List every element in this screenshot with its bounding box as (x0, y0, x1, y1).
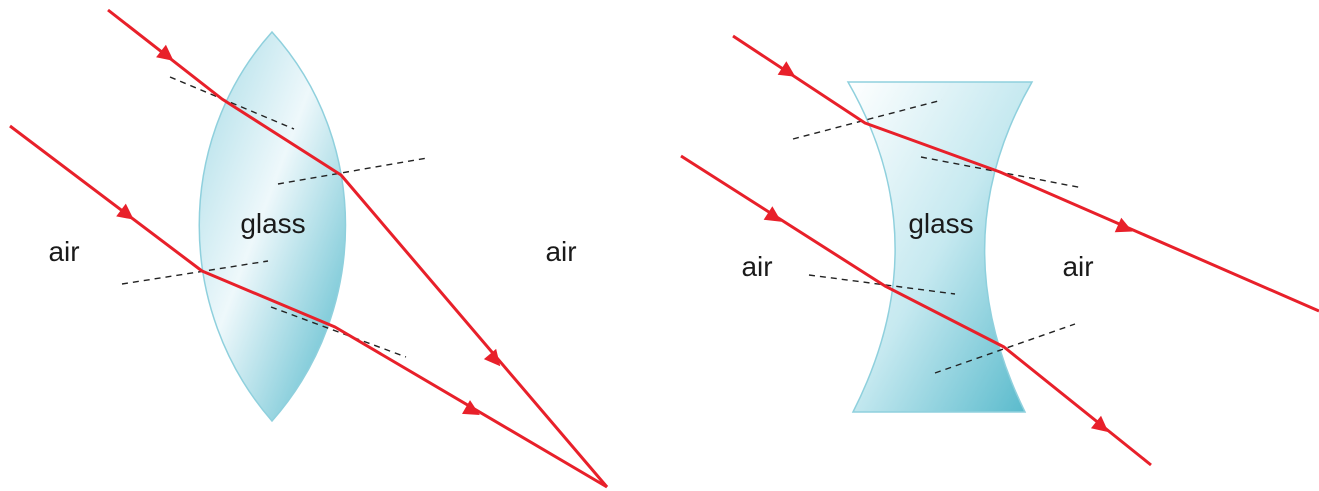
convex-lens-shape (198, 30, 347, 423)
concave-lens-shape (846, 81, 1034, 413)
light-ray-upper (732, 34, 1319, 313)
ray-arrowhead (763, 206, 782, 222)
convex-lens-label: glass (240, 208, 305, 239)
concave-lens-label: glass (908, 208, 973, 239)
convex-right-medium-label: air (545, 236, 576, 267)
normal-line (934, 323, 1076, 374)
concave-lens-group: glass air air (680, 34, 1319, 467)
light-ray-lower (680, 154, 1152, 467)
concave-left-medium-label: air (741, 251, 772, 282)
normal-line (121, 260, 269, 285)
normal-line (792, 99, 943, 140)
ray-arrowhead (156, 44, 174, 61)
ray-arrowhead (1114, 217, 1133, 233)
ray-arrowhead (483, 348, 501, 367)
concave-right-medium-label: air (1062, 251, 1093, 282)
ray-arrowhead (462, 400, 480, 415)
normal-line (808, 274, 956, 295)
normal-line (169, 76, 295, 130)
convex-left-medium-label: air (48, 236, 79, 267)
normal-line (270, 306, 407, 358)
ray-arrowhead (777, 61, 796, 77)
ray-arrowhead (1090, 415, 1109, 433)
normal-line (277, 157, 428, 185)
convex-lens-group: glass air air (9, 8, 609, 489)
ray-arrowhead (116, 203, 134, 220)
light-ray-upper (107, 8, 609, 488)
